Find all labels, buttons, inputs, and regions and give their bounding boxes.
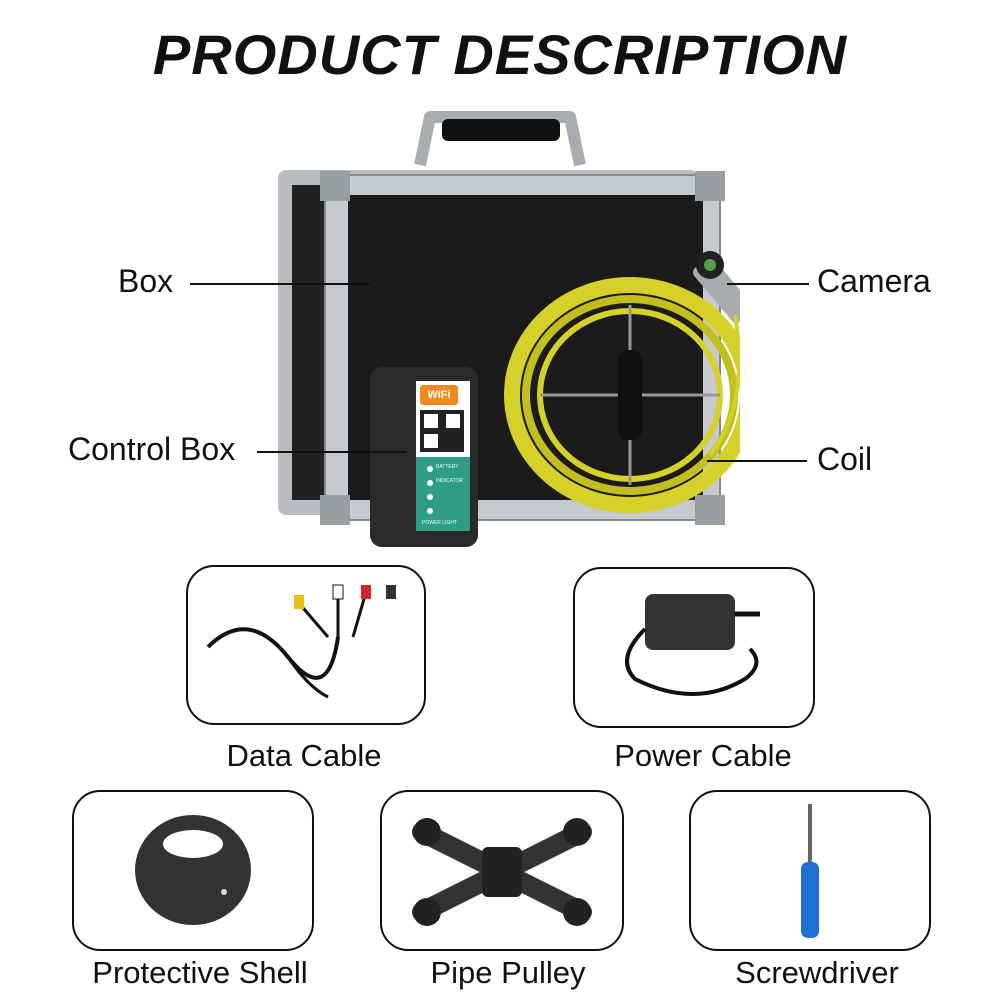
label-control-box: Control Box (68, 431, 236, 467)
accessory-power-cable-image (573, 567, 815, 728)
accessory-data-cable-image (186, 565, 426, 725)
accessory-screwdriver-image (689, 790, 931, 951)
camera-illustration (692, 251, 740, 457)
caption-pipe-pulley: Pipe Pulley (430, 955, 586, 990)
accessory-pipe-pulley-image (380, 790, 624, 951)
main-product-image: WiFi BATTERY INDICATOR POWER LIGHT (270, 105, 740, 555)
indicator-indicator: INDICATOR (436, 478, 464, 484)
indicator-battery: BATTERY (436, 464, 459, 470)
leader-coil (707, 460, 807, 462)
label-box: Box (118, 263, 174, 299)
indicator-power-light: POWER LIGHT (422, 520, 458, 526)
page-title: PRODUCT DESCRIPTION (152, 23, 848, 86)
caption-power-cable: Power Cable (614, 738, 792, 773)
caption-data-cable: Data Cable (226, 738, 382, 773)
control-box-illustration (370, 367, 478, 547)
label-camera: Camera (817, 263, 931, 299)
label-coil: Coil (817, 441, 873, 477)
wifi-badge: WiFi (427, 389, 451, 401)
accessory-protective-shell-image (72, 790, 314, 951)
case-illustration (278, 111, 740, 547)
caption-screwdriver: Screwdriver (735, 955, 899, 990)
caption-protective-shell: Protective Shell (92, 955, 308, 990)
leader-camera (727, 283, 809, 285)
leader-box (190, 283, 370, 285)
leader-control-box (257, 451, 407, 453)
coil-illustration (504, 277, 740, 513)
